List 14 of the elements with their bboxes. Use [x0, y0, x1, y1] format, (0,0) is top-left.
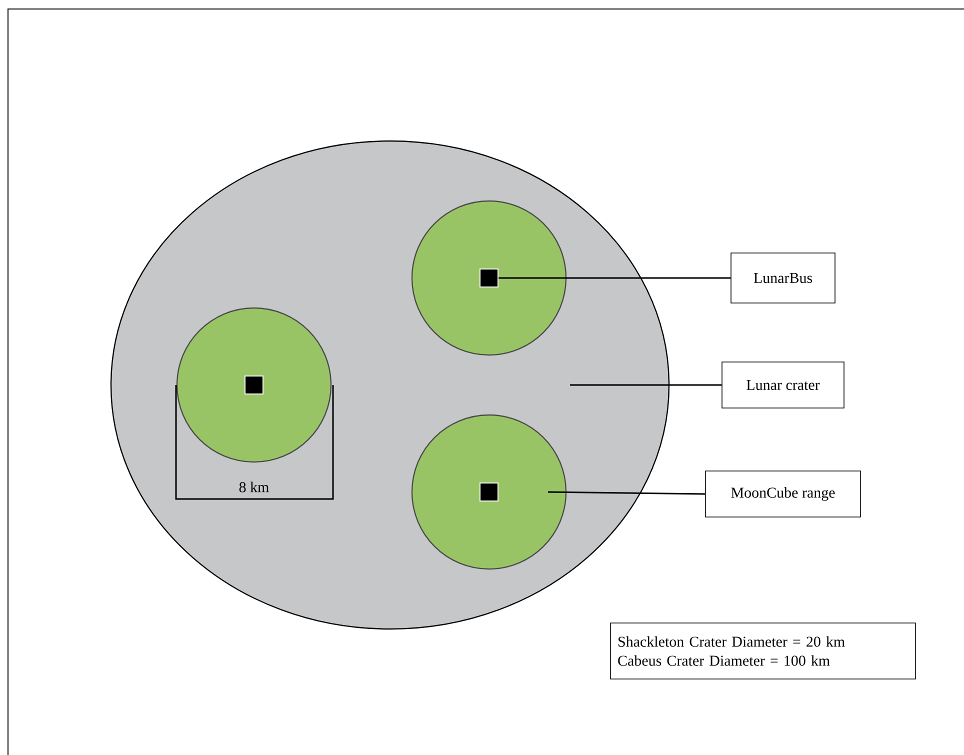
- range-circle: [411, 200, 567, 356]
- range-circle: [176, 307, 332, 463]
- note-box: Shackleton Crater Diameter = 20 km Cabeus Crater Diameter = 100 km: [610, 622, 916, 680]
- label-box: LunarBus: [730, 252, 836, 304]
- station-square: [480, 482, 498, 502]
- leader-line: [498, 277, 731, 279]
- dimension-label: 8 km: [239, 482, 269, 492]
- station-square: [244, 376, 264, 394]
- label-box: MoonCube range: [705, 470, 861, 518]
- station-square: [480, 268, 498, 288]
- range-circle: [411, 414, 567, 570]
- label-box: Lunar crater: [722, 362, 844, 408]
- leader-line: [570, 384, 722, 386]
- leader-line: [548, 491, 706, 495]
